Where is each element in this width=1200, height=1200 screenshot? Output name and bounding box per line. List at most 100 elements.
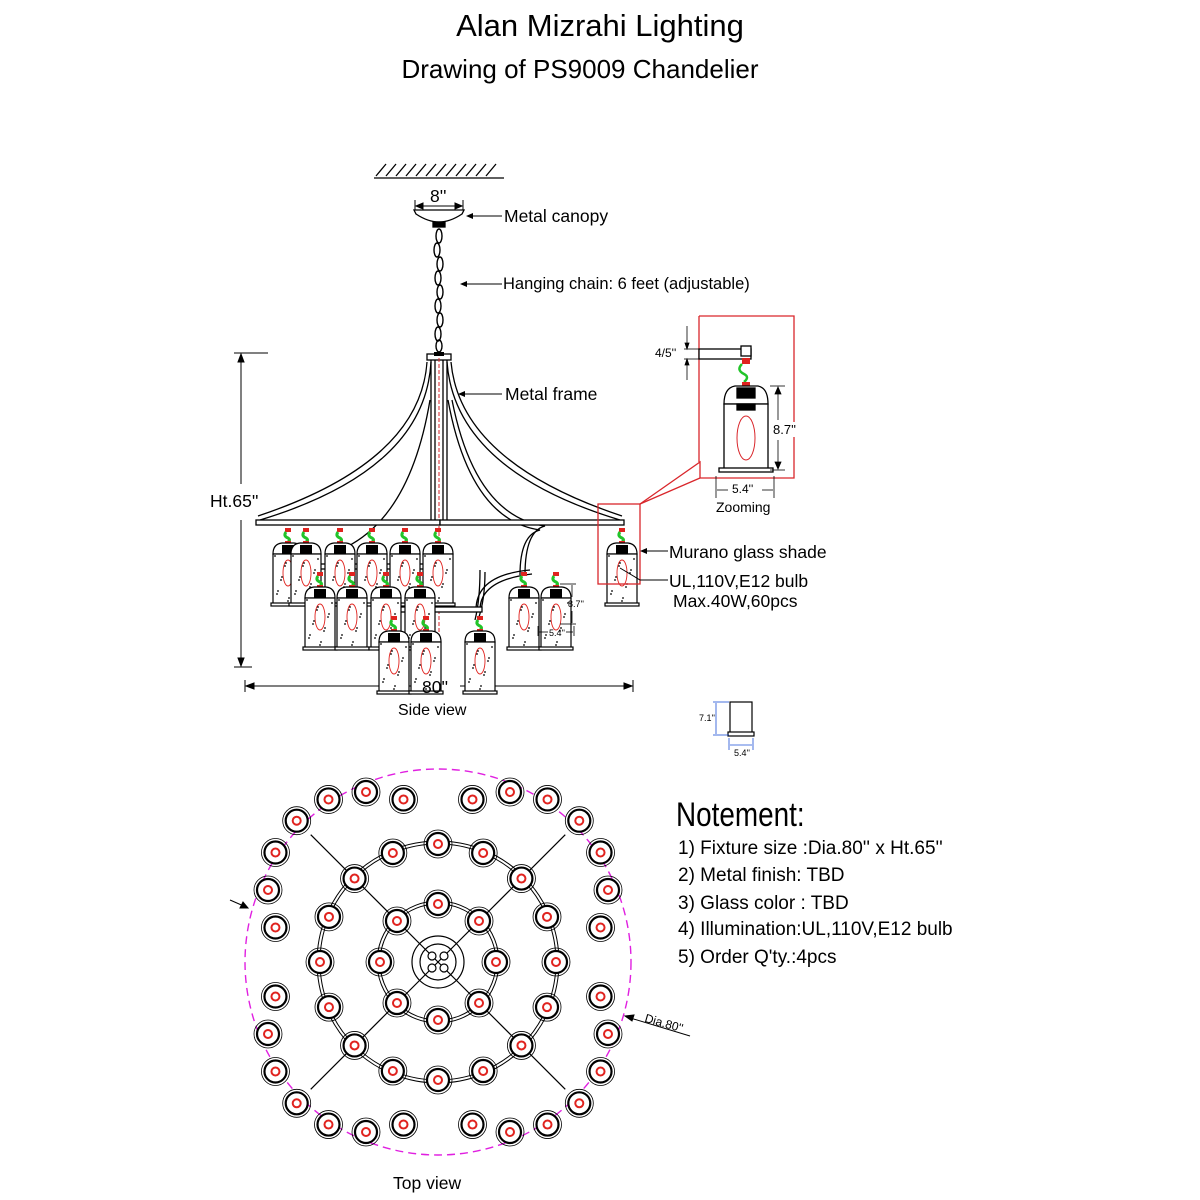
glass-shade <box>334 572 370 651</box>
shade-label: Murano glass shade <box>669 542 827 562</box>
top-view-shade <box>351 777 381 807</box>
top-view-shade <box>382 906 412 936</box>
top-view-shade <box>253 875 283 905</box>
top-view-shade <box>261 838 290 867</box>
top-view-shade <box>378 1056 408 1086</box>
top-view-shade <box>586 913 615 942</box>
top-view-shade <box>586 982 615 1011</box>
glass-shade <box>376 616 412 695</box>
top-view-shade <box>593 1019 623 1049</box>
top-view-shade <box>261 913 290 942</box>
glass-shade <box>506 572 542 651</box>
bulb-label-line2: Max.40W,60pcs <box>673 591 798 611</box>
hub-hole <box>427 951 437 961</box>
top-view-shade <box>282 1088 312 1118</box>
top-view-shade <box>593 875 623 905</box>
canopy-width-label: 8'' <box>430 186 447 206</box>
metal-canopy <box>412 209 466 228</box>
zoom-detail-box <box>597 315 795 585</box>
glass-detail-drawing <box>727 701 755 737</box>
top-view-shade <box>586 1057 615 1086</box>
top-view-shade <box>533 785 562 814</box>
top-view-shade <box>314 992 344 1022</box>
zoom-caption: Zooming <box>716 499 771 515</box>
top-view-shade <box>481 947 511 977</box>
top-view-shade <box>423 1065 453 1095</box>
top-view-shade <box>423 1005 453 1035</box>
note-item: 2) Metal finish: TBD <box>678 865 845 886</box>
top-view-shade <box>314 785 343 814</box>
zoom-shade-height-label: 8.7'' <box>773 422 797 437</box>
hanging-chain <box>433 228 444 353</box>
top-view-shade <box>389 1110 418 1139</box>
top-view-shade <box>532 992 562 1022</box>
top-view-shade <box>495 1117 525 1147</box>
canopy-width-dimension <box>414 200 464 212</box>
top-view-shade <box>464 988 494 1018</box>
bulb-leader <box>619 567 668 581</box>
top-view-shade <box>340 1031 369 1060</box>
drawing-title: Drawing of PS9009 Chandelier <box>401 54 759 84</box>
small-shade-width-label: 5.4'' <box>549 628 565 638</box>
height-dimension-label: Ht.65'' <box>210 491 259 511</box>
bulb-label-line1: UL,110V,E12 bulb <box>669 571 809 591</box>
top-view-shade <box>282 806 312 836</box>
top-view-shade <box>564 1088 594 1118</box>
hub-hole <box>427 963 437 973</box>
hub-hole <box>439 951 449 961</box>
note-item: 1) Fixture size :Dia.80'' x Ht.65'' <box>678 838 943 859</box>
top-view-shade <box>340 864 369 893</box>
top-view-outline-circle <box>244 768 632 1156</box>
glass-height-label: 7.1'' <box>699 713 715 723</box>
top-view-shade <box>458 1110 487 1139</box>
glass-shade <box>408 616 444 695</box>
top-view-shade <box>507 1031 536 1060</box>
top-view-shade <box>389 785 418 814</box>
company-title: Alan Mizrahi Lighting <box>456 8 744 43</box>
top-view-shade <box>464 906 494 936</box>
width-dimension-label: 80'' <box>422 677 449 697</box>
top-view-shade <box>564 806 594 836</box>
top-view-shade <box>314 1110 343 1139</box>
canopy-label: Metal canopy <box>504 206 609 226</box>
glass-width-label: 5.4'' <box>734 748 750 758</box>
glass-shade <box>462 616 498 695</box>
frame-label: Metal frame <box>505 384 598 404</box>
small-shade-height-label: 8.7'' <box>568 599 584 609</box>
top-view-caption: Top view <box>393 1173 462 1193</box>
top-view-shade <box>532 902 562 932</box>
notes-heading: Notement: <box>676 796 805 834</box>
arm-thickness-label: 4/5'' <box>655 346 677 360</box>
glass-shades-group <box>270 528 640 695</box>
hub-hole <box>439 963 449 973</box>
top-view-shade <box>423 889 453 919</box>
side-view-caption: Side view <box>398 702 467 719</box>
ceiling-hatch <box>374 163 504 179</box>
note-item: 3) Glass color : TBD <box>678 893 849 914</box>
note-item: 5) Order Q'ty.:4pcs <box>678 947 837 968</box>
top-view-shade <box>314 902 344 932</box>
top-view-shade <box>365 947 395 977</box>
top-view-shade <box>468 1056 498 1086</box>
top-view-shade <box>533 1110 562 1139</box>
height-dimension <box>234 352 268 668</box>
top-view-shade <box>507 864 536 893</box>
zoom-shade-width-label: 5.4'' <box>732 482 754 496</box>
small-shade-dimensions <box>537 583 576 636</box>
top-view-shade <box>495 777 525 807</box>
top-view-shade <box>458 785 487 814</box>
diameter-arrows <box>229 899 691 1037</box>
chain-label: Hanging chain: 6 feet (adjustable) <box>503 275 750 293</box>
top-view-shade <box>253 1019 283 1049</box>
top-view-shade <box>468 838 498 868</box>
top-view-shade <box>351 1117 381 1147</box>
top-view-shade <box>261 1057 290 1086</box>
zoom-detail-drawing <box>698 345 774 473</box>
glass-shade <box>538 572 574 651</box>
top-view-shade <box>305 947 335 977</box>
glass-detail-dimensions <box>713 701 754 750</box>
zoom-detail-dimensions <box>684 326 785 498</box>
note-item: 4) Illumination:UL,110V,E12 bulb <box>678 919 953 940</box>
top-view-shade <box>541 947 571 977</box>
